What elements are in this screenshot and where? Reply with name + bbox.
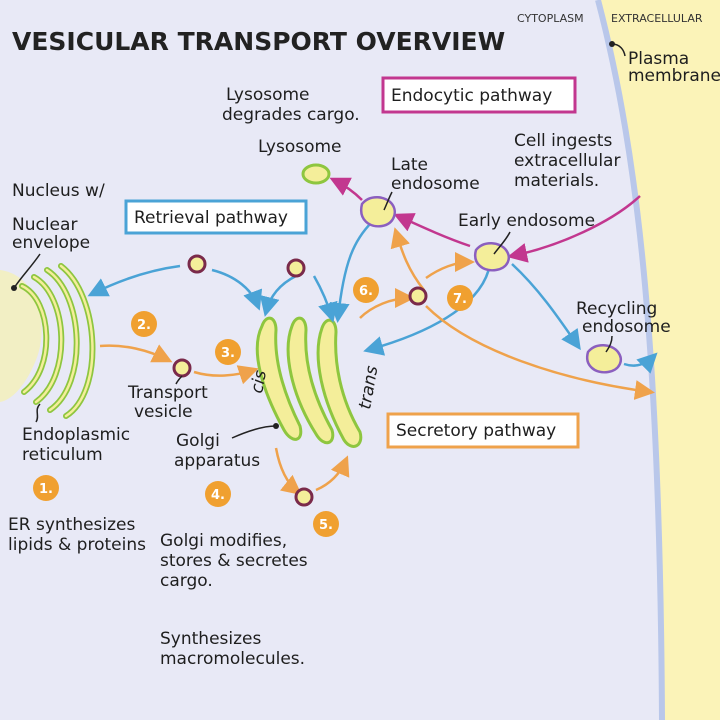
extracellular-region bbox=[598, 0, 720, 720]
late-endosome-line2: endosome bbox=[391, 174, 480, 194]
lysosome-label: Lysosome bbox=[258, 137, 342, 157]
cytoplasm-label: CYTOPLASM bbox=[517, 12, 584, 25]
nucleus-pointer bbox=[13, 253, 41, 289]
late-endosome-pointer bbox=[383, 191, 393, 211]
svg-text:3.: 3. bbox=[221, 346, 235, 361]
endocytic-pathway-label: Endocytic pathway bbox=[391, 86, 552, 106]
plasma-membrane-label-line2: membrane bbox=[628, 66, 720, 86]
cell-ingests-line3: materials. bbox=[514, 171, 599, 191]
retrieval-pathway-box bbox=[124, 199, 308, 235]
synthesizes-line2: macromolecules. bbox=[160, 649, 305, 669]
lysosome-organelle bbox=[301, 163, 331, 185]
retrieval-vesicle-1 bbox=[187, 254, 207, 274]
secretory-vesicle bbox=[294, 487, 314, 507]
retrieval-arrows bbox=[87, 221, 658, 374]
golgi-apparatus bbox=[255, 316, 363, 448]
lysosome-degrades-line1: Lysosome bbox=[226, 85, 310, 105]
plasma-membrane-label-line1: Plasma bbox=[628, 49, 689, 69]
step1-line1: ER synthesizes bbox=[8, 515, 136, 535]
step-badge-5: 5. bbox=[313, 511, 339, 537]
recycling-line2: endosome bbox=[582, 317, 671, 337]
late-endosome bbox=[359, 196, 396, 228]
extracellular-label: EXTRACELLULAR bbox=[611, 12, 703, 25]
svg-text:5.: 5. bbox=[319, 518, 333, 533]
golgi-dot bbox=[273, 423, 279, 429]
step-badge-6: 6. bbox=[353, 277, 379, 303]
svg-text:1.: 1. bbox=[39, 482, 53, 497]
secretory-pathway-label: Secretory pathway bbox=[396, 421, 556, 441]
retrieval-pathway-label: Retrieval pathway bbox=[134, 208, 288, 228]
er-inner bbox=[20, 264, 94, 418]
secretory-pathway-box bbox=[386, 412, 580, 449]
step-badge-4: 4. bbox=[205, 481, 231, 507]
golgi-line1: Golgi bbox=[176, 431, 220, 451]
early-endosome-pointer bbox=[493, 231, 511, 255]
retrieval-vesicle-2 bbox=[286, 258, 306, 278]
late-endosome-line1: Late bbox=[391, 155, 428, 175]
transport-vesicle-pointer bbox=[175, 375, 183, 385]
lysosome-degrades-line2: degrades cargo. bbox=[222, 105, 360, 125]
er-pointer bbox=[35, 403, 41, 423]
svg-text:7.: 7. bbox=[453, 292, 467, 307]
plasma-membrane-dot bbox=[609, 41, 615, 47]
transport-vesicle-line2: vesicle bbox=[134, 402, 193, 422]
recycling-line1: Recycling bbox=[576, 299, 657, 319]
svg-text:4.: 4. bbox=[211, 488, 225, 503]
step-badge-3: 3. bbox=[215, 339, 241, 365]
golgi-pointer bbox=[231, 425, 277, 439]
step4-line1: Golgi modifies, bbox=[160, 531, 287, 551]
transport-vesicle-line1: Transport bbox=[127, 383, 208, 403]
nucleus-line1: Nucleus w/ bbox=[12, 181, 105, 201]
nucleus bbox=[0, 270, 42, 402]
recycling-endosome bbox=[585, 344, 622, 374]
endocytic-arrows bbox=[329, 177, 641, 263]
svg-text:6.: 6. bbox=[359, 284, 373, 299]
step-badge-1: 1. bbox=[33, 475, 59, 501]
cell-ingests-line1: Cell ingests bbox=[514, 131, 612, 151]
recycling-pointer bbox=[605, 335, 613, 353]
nucleus-line3: envelope bbox=[12, 233, 90, 253]
early-endosome-label: Early endosome bbox=[458, 211, 595, 231]
transport-vesicle bbox=[172, 358, 192, 378]
step1-line2: lipids & proteins bbox=[8, 535, 146, 555]
step-badge-7: 7. bbox=[447, 285, 473, 311]
plasma-membrane bbox=[595, 0, 665, 720]
early-endosome bbox=[473, 242, 510, 272]
er-line1: Endoplasmic bbox=[22, 425, 130, 445]
nucleus-line2: Nuclear bbox=[12, 215, 77, 235]
synthesizes-line1: Synthesizes bbox=[160, 629, 261, 649]
vesicles bbox=[172, 254, 428, 507]
step4-line3: cargo. bbox=[160, 571, 213, 591]
nucleus-dot bbox=[11, 285, 17, 291]
golgi-line2: apparatus bbox=[174, 451, 260, 471]
secretory-arrows bbox=[99, 227, 655, 496]
diagram-title: VESICULAR TRANSPORT OVERVIEW bbox=[12, 27, 505, 56]
cell-ingests-line2: extracellular bbox=[514, 151, 620, 171]
svg-text:2.: 2. bbox=[137, 318, 151, 333]
step4-line2: stores & secretes bbox=[160, 551, 308, 571]
endocytic-pathway-box bbox=[381, 76, 577, 114]
cis-label: cis bbox=[247, 369, 271, 395]
er-line2: reticulum bbox=[22, 445, 103, 465]
secretory-vesicle-2 bbox=[408, 286, 428, 306]
step-badge-2: 2. bbox=[131, 311, 157, 337]
